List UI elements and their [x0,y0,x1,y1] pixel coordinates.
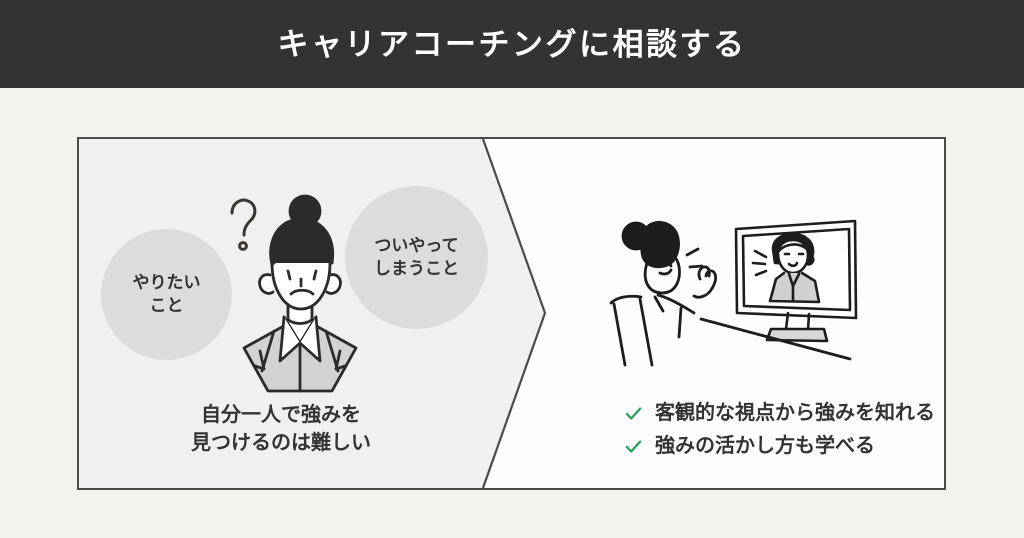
comparison-box: 客観的な視点から強みを知れる 強みの活かし方も学べる やりたい こと ついやって… [77,137,946,490]
bubble-line-1: やりたい [132,273,201,293]
question-mark-icon [230,198,257,251]
online-coaching-video-call-illustration [609,219,858,367]
habit-bubble: ついやって しまうこと [345,186,488,329]
benefit-label: 強みの活かし方も学べる [655,435,875,457]
benefit-label: 客観的な視点から強みを知れる [655,402,935,424]
page-title: キャリアコーチングに相談する [277,26,747,62]
header-bar: キャリアコーチングに相談する [0,0,1024,88]
benefit-item: 客観的な視点から強みを知れる [624,401,935,425]
bubble-line-2: こと [149,295,184,315]
problem-panel: やりたい こと ついやって しまうこと [79,139,545,488]
problem-caption: 自分一人で強みを 見つけるのは難しい [79,402,483,457]
benefit-list: 客観的な視点から強みを知れる 強みの活かし方も学べる [624,401,935,467]
check-icon [625,406,642,420]
bubble-line-1: ついやって [374,236,459,256]
bubble-line-2: しまうこと [374,258,459,278]
problem-caption-line-2: 見つけるのは難しい [191,431,371,454]
problem-caption-line-1: 自分一人で強みを [201,404,361,426]
solution-panel: 客観的な視点から強みを知れる 強みの活かし方も学べる [483,139,944,488]
worried-woman-illustration [230,194,358,393]
benefit-item: 強みの活かし方も学べる [624,434,935,458]
check-icon [625,439,642,453]
want-to-do-bubble: やりたい こと [101,229,232,360]
